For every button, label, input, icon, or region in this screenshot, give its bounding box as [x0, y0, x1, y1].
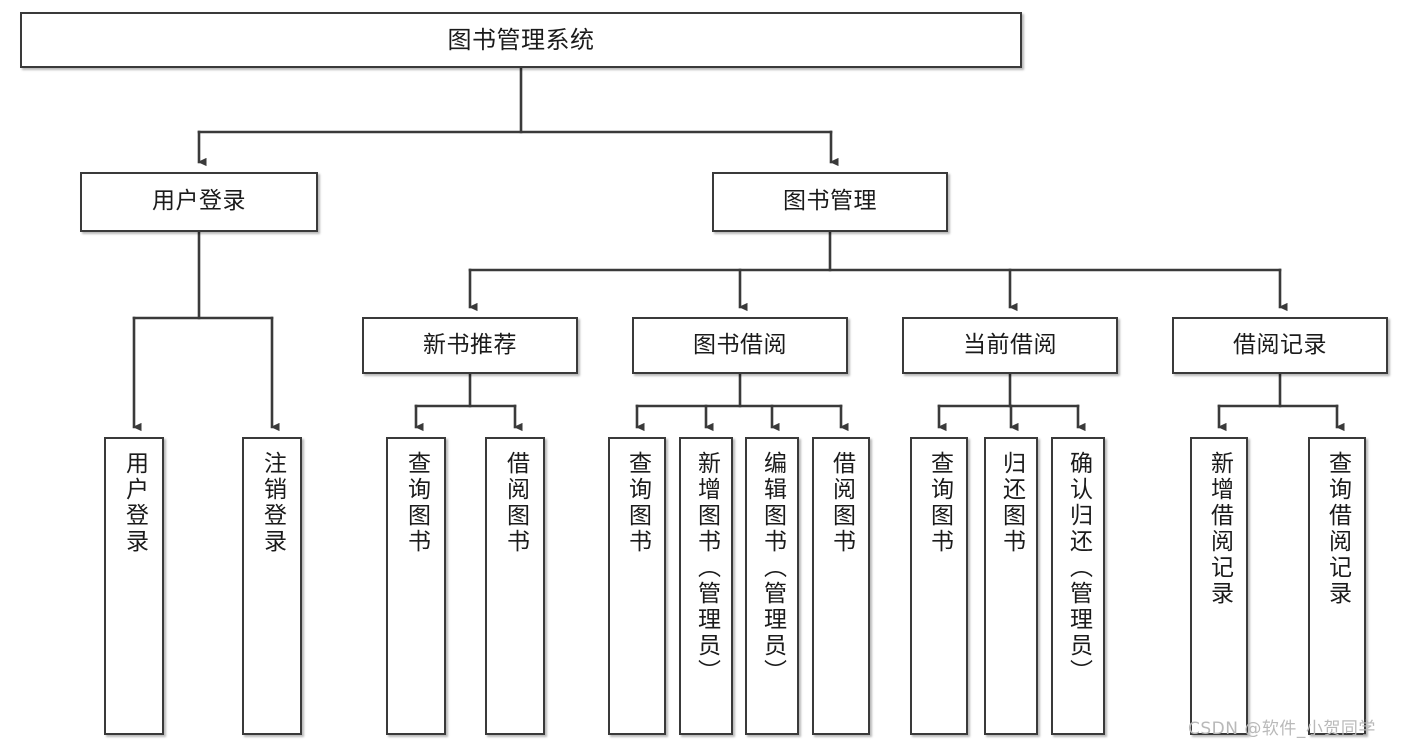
node-leaf-query-book-3[interactable]: 查询图书	[910, 437, 968, 735]
node-book-manage-label: 图书管理	[783, 188, 877, 215]
node-leaf-query-record-label: 查询借阅记录	[1324, 451, 1351, 607]
node-new-book-recommend[interactable]: 新书推荐	[362, 317, 578, 374]
node-leaf-borrow-book-2[interactable]: 借阅图书	[812, 437, 870, 735]
node-leaf-query-book-1-label: 查询图书	[403, 451, 430, 555]
node-leaf-borrow-book-1[interactable]: 借阅图书	[485, 437, 545, 735]
node-current-borrow[interactable]: 当前借阅	[902, 317, 1118, 374]
node-leaf-query-book-3-label: 查询图书	[926, 451, 953, 555]
node-leaf-add-record-label: 新增借阅记录	[1206, 451, 1233, 607]
node-leaf-query-book-2-label: 查询图书	[624, 451, 651, 555]
node-book-borrow[interactable]: 图书借阅	[632, 317, 848, 374]
node-leaf-borrow-book-2-label: 借阅图书	[828, 451, 855, 555]
node-leaf-add-book[interactable]: 新增图书（管理员）	[679, 437, 733, 735]
node-leaf-add-record[interactable]: 新增借阅记录	[1190, 437, 1248, 735]
node-new-book-recommend-label: 新书推荐	[423, 331, 517, 358]
node-leaf-confirm-return[interactable]: 确认归还（管理员）	[1051, 437, 1105, 735]
node-leaf-query-record[interactable]: 查询借阅记录	[1308, 437, 1366, 735]
node-leaf-return-book-label: 归还图书	[998, 451, 1025, 555]
node-leaf-user-login-label: 用户登录	[121, 451, 148, 555]
node-leaf-query-book-1[interactable]: 查询图书	[386, 437, 446, 735]
node-current-borrow-label: 当前借阅	[963, 331, 1057, 358]
node-leaf-add-book-label: 新增图书（管理员）	[693, 451, 720, 685]
node-user-login-label: 用户登录	[152, 188, 246, 215]
node-root-label: 图书管理系统	[447, 25, 595, 54]
node-leaf-edit-book-label: 编辑图书（管理员）	[759, 451, 786, 685]
node-borrow-record[interactable]: 借阅记录	[1172, 317, 1388, 374]
node-leaf-edit-book[interactable]: 编辑图书（管理员）	[745, 437, 799, 735]
node-leaf-query-book-2[interactable]: 查询图书	[608, 437, 666, 735]
node-leaf-user-logout-label: 注销登录	[259, 451, 286, 555]
node-borrow-record-label: 借阅记录	[1233, 331, 1327, 358]
node-leaf-user-login[interactable]: 用户登录	[104, 437, 164, 735]
node-leaf-confirm-return-label: 确认归还（管理员）	[1065, 451, 1092, 685]
node-book-manage[interactable]: 图书管理	[712, 172, 948, 232]
node-leaf-return-book[interactable]: 归还图书	[984, 437, 1038, 735]
node-leaf-user-logout[interactable]: 注销登录	[242, 437, 302, 735]
node-user-login[interactable]: 用户登录	[80, 172, 318, 232]
node-root[interactable]: 图书管理系统	[20, 12, 1022, 68]
csdn-watermark: CSDN @软件_小贺同学	[1188, 719, 1376, 739]
node-book-borrow-label: 图书借阅	[693, 331, 787, 358]
node-leaf-borrow-book-1-label: 借阅图书	[502, 451, 529, 555]
